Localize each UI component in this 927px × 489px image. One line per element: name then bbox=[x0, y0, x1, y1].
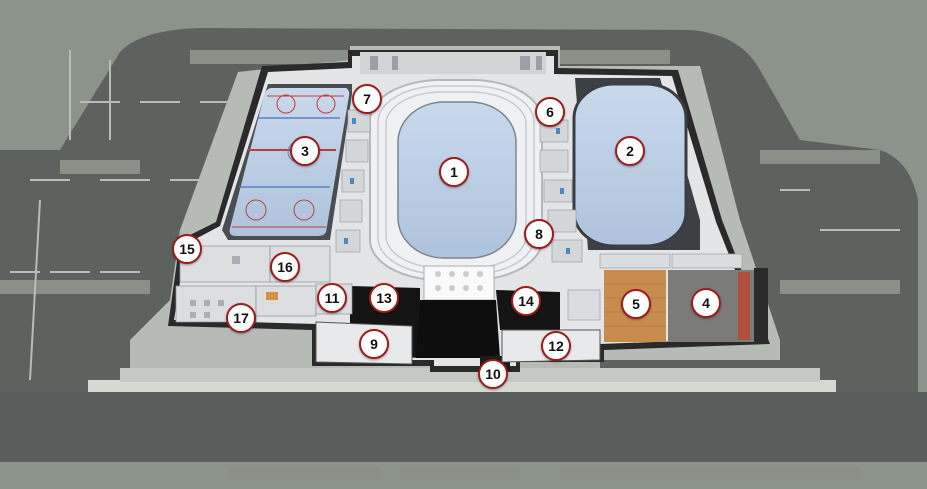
marker-9[interactable]: 9 bbox=[359, 329, 389, 359]
locker-accents bbox=[344, 118, 570, 254]
north-lobby bbox=[360, 52, 546, 74]
southeast-rooms bbox=[567, 253, 743, 321]
marker-10[interactable]: 10 bbox=[478, 359, 508, 389]
front-walkway bbox=[88, 380, 836, 392]
marker-6[interactable]: 6 bbox=[535, 97, 565, 127]
marker-16[interactable]: 16 bbox=[270, 252, 300, 282]
rink-3-ice bbox=[229, 88, 350, 236]
front-plaza bbox=[120, 368, 820, 382]
marker-2[interactable]: 2 bbox=[615, 136, 645, 166]
marker-17[interactable]: 17 bbox=[226, 303, 256, 333]
marker-14[interactable]: 14 bbox=[511, 286, 541, 316]
north-lobby-details bbox=[370, 56, 542, 70]
marker-3[interactable]: 3 bbox=[290, 136, 320, 166]
marker-1[interactable]: 1 bbox=[439, 157, 469, 187]
marker-7[interactable]: 7 bbox=[352, 84, 382, 114]
arena-1-stage-area bbox=[423, 265, 495, 301]
marker-15[interactable]: 15 bbox=[172, 234, 202, 264]
marker-13[interactable]: 13 bbox=[369, 283, 399, 313]
marker-5[interactable]: 5 bbox=[621, 289, 651, 319]
room-4-track bbox=[738, 272, 750, 340]
arena-1-tables bbox=[435, 271, 483, 291]
entry-corridor-center bbox=[416, 300, 500, 358]
marker-8[interactable]: 8 bbox=[524, 219, 554, 249]
marker-12[interactable]: 12 bbox=[541, 331, 571, 361]
lower-road bbox=[0, 392, 927, 462]
west-wing-furniture bbox=[190, 256, 278, 318]
room-4-east-wall bbox=[754, 268, 768, 344]
parking-stripes bbox=[10, 50, 900, 381]
marker-4[interactable]: 4 bbox=[691, 288, 721, 318]
marker-11[interactable]: 11 bbox=[317, 283, 347, 313]
